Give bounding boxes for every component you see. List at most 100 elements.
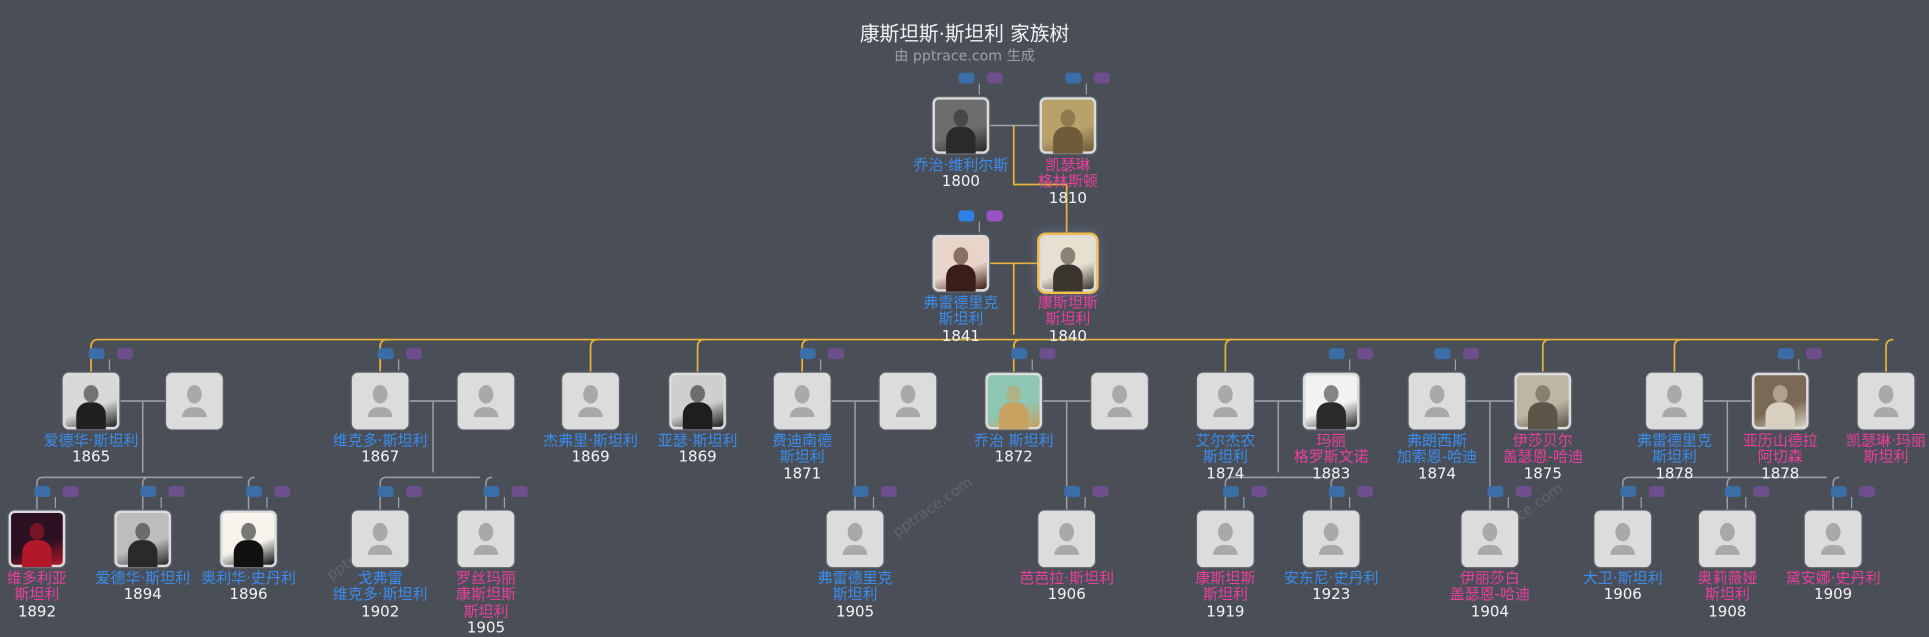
person-photo-card[interactable] xyxy=(1514,372,1572,430)
father-link-icon[interactable] xyxy=(140,485,157,498)
person-label[interactable]: 凯瑟琳·玛丽斯坦利 xyxy=(1818,432,1929,466)
mother-link-icon[interactable] xyxy=(62,485,79,498)
mother-link-icon[interactable] xyxy=(274,485,291,498)
person-placeholder-card[interactable] xyxy=(351,510,409,568)
person-photo-card[interactable] xyxy=(114,510,172,568)
father-link-icon[interactable] xyxy=(377,348,394,360)
person-photo-card[interactable] xyxy=(669,372,726,430)
person-photo-card[interactable] xyxy=(1302,372,1360,430)
father-link-icon[interactable] xyxy=(958,210,975,222)
father-link-icon[interactable] xyxy=(377,485,394,498)
person-placeholder-card[interactable] xyxy=(1302,510,1360,568)
person-placeholder-card[interactable] xyxy=(1646,372,1703,430)
person-placeholder-card[interactable] xyxy=(773,372,831,430)
person-placeholder-card[interactable] xyxy=(1197,372,1254,430)
person-placeholder-card[interactable] xyxy=(562,372,619,430)
father-link-icon[interactable] xyxy=(1328,348,1345,360)
father-link-icon[interactable] xyxy=(246,485,263,498)
person-photo-card[interactable] xyxy=(985,372,1043,430)
person-photo-card[interactable] xyxy=(1039,97,1097,154)
mother-link-icon[interactable] xyxy=(1515,485,1532,498)
father-link-icon[interactable] xyxy=(1620,485,1637,498)
mother-link-icon[interactable] xyxy=(405,348,422,360)
mother-link-icon[interactable] xyxy=(1251,485,1268,498)
person-placeholder-card[interactable] xyxy=(879,372,937,430)
father-link-icon[interactable] xyxy=(1777,348,1794,360)
person-placeholder-card[interactable] xyxy=(1197,510,1254,568)
father-link-icon[interactable] xyxy=(88,348,105,360)
mother-link-icon[interactable] xyxy=(1093,72,1110,84)
mother-link-icon[interactable] xyxy=(880,485,897,498)
father-link-icon[interactable] xyxy=(1724,485,1741,498)
person-placeholder-card[interactable] xyxy=(351,372,409,430)
father-link-icon[interactable] xyxy=(799,348,816,360)
person-placeholder-card[interactable] xyxy=(1857,372,1915,430)
person-placeholder-card[interactable] xyxy=(457,372,515,430)
person-photo-card[interactable] xyxy=(220,510,277,568)
person-placeholder-card[interactable] xyxy=(166,372,223,430)
mother-link-icon[interactable] xyxy=(1039,348,1056,360)
person-placeholder-card[interactable] xyxy=(1408,372,1466,430)
mother-link-icon[interactable] xyxy=(1357,485,1374,498)
mother-link-icon[interactable] xyxy=(168,485,185,498)
person-placeholder-card[interactable] xyxy=(1038,510,1095,568)
person-placeholder-card[interactable] xyxy=(1594,510,1652,568)
person-photo-card[interactable] xyxy=(1751,372,1809,430)
father-link-icon[interactable] xyxy=(1064,485,1081,498)
mother-link-icon[interactable] xyxy=(986,72,1003,84)
mother-link-icon[interactable] xyxy=(827,348,844,360)
mother-link-icon[interactable] xyxy=(986,210,1003,222)
father-link-icon[interactable] xyxy=(1434,348,1451,360)
father-link-icon[interactable] xyxy=(852,485,869,498)
mother-link-icon[interactable] xyxy=(405,485,422,498)
person-photo-card[interactable] xyxy=(932,234,990,292)
father-link-icon[interactable] xyxy=(1065,72,1082,84)
person-photo-card[interactable] xyxy=(1039,234,1097,292)
person-photo-card[interactable] xyxy=(932,97,990,154)
father-link-icon[interactable] xyxy=(1011,348,1028,360)
mother-link-icon[interactable] xyxy=(1753,485,1770,498)
father-link-icon[interactable] xyxy=(1328,485,1345,498)
father-link-icon[interactable] xyxy=(1222,485,1239,498)
father-link-icon[interactable] xyxy=(958,72,975,84)
mother-link-icon[interactable] xyxy=(511,485,528,498)
person-placeholder-card[interactable] xyxy=(1699,510,1756,568)
person-photo-card[interactable] xyxy=(8,510,66,568)
person-placeholder-card[interactable] xyxy=(1091,372,1148,430)
mother-link-icon[interactable] xyxy=(1462,348,1479,360)
father-link-icon[interactable] xyxy=(34,485,51,498)
mother-link-icon[interactable] xyxy=(1858,485,1875,498)
father-link-icon[interactable] xyxy=(483,485,500,498)
mother-link-icon[interactable] xyxy=(116,348,133,360)
person-placeholder-card[interactable] xyxy=(1461,510,1519,568)
